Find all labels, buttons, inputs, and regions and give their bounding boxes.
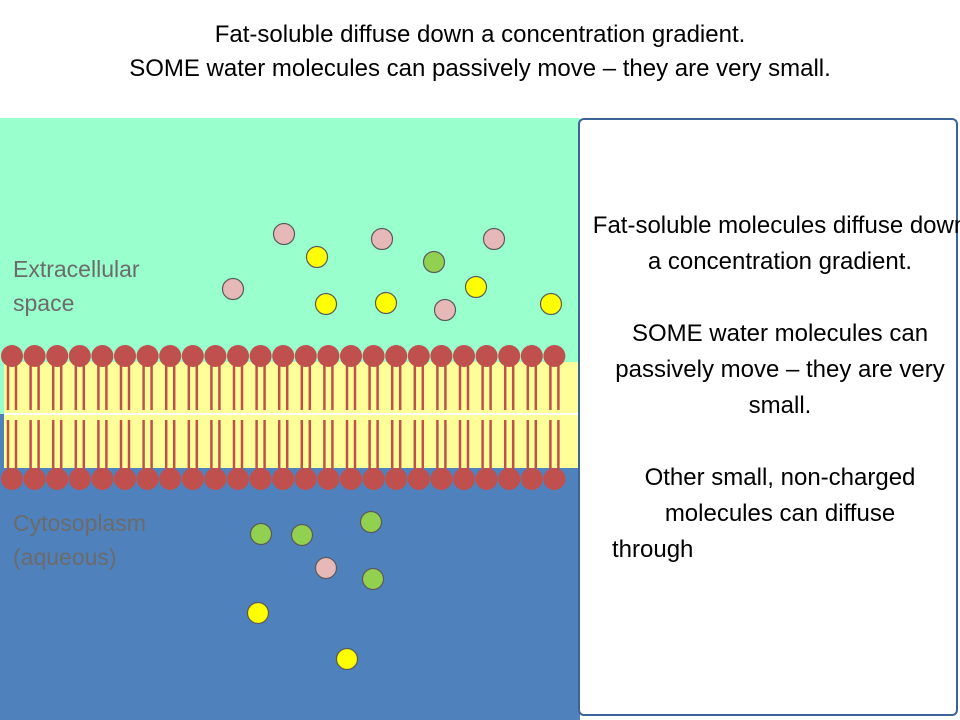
info-paragraph-3-line-1: Other small, non-charged molecules can d…: [644, 464, 916, 527]
lipid-head: [204, 468, 227, 490]
pink-molecule: [370, 227, 394, 251]
info-paragraph-3: Other small, non-charged molecules can d…: [590, 460, 960, 568]
yellow-molecule: [246, 601, 270, 625]
yellow-molecule: [374, 291, 398, 315]
pink-molecule: [272, 222, 296, 246]
info-paragraph-1: Fat-soluble molecules diffuse down a con…: [592, 212, 960, 275]
title-line-1: Fat-soluble diffuse down a concentration…: [214, 21, 746, 48]
lipid-head: [430, 345, 453, 367]
extracellular-label: Extracellular space: [13, 256, 140, 316]
lipid-head: [227, 345, 249, 367]
lipid-head: [204, 345, 227, 367]
slide-title: Fat-soluble diffuse down a concentration…: [0, 18, 960, 86]
lipid-head: [317, 345, 340, 367]
lipid-head: [317, 468, 340, 490]
info-paragraph-2: SOME water molecules can passively move …: [615, 320, 945, 419]
cytoplasm-label: Cytosoplasm (aqueous): [13, 510, 146, 570]
lipid-head: [272, 468, 295, 490]
pink-molecule: [482, 227, 506, 251]
lipid-head: [385, 345, 408, 367]
lipid-head: [181, 468, 204, 490]
lipid-head: [181, 345, 204, 367]
green-molecule: [361, 567, 385, 591]
lipid-head: [1, 345, 23, 367]
lipid-head: [362, 468, 385, 490]
lipid-head: [520, 345, 543, 367]
lipid-head: [1, 468, 23, 490]
lipid-head: [520, 468, 543, 490]
yellow-molecule: [314, 292, 338, 316]
lipid-head: [68, 468, 91, 490]
yellow-molecule: [539, 292, 563, 316]
lipid-head: [475, 345, 498, 367]
lipid-head: [543, 345, 566, 367]
lipid-head: [340, 468, 362, 490]
lipid-head: [23, 468, 46, 490]
yellow-molecule: [335, 647, 359, 671]
lipid-head: [407, 468, 430, 490]
lipid-head: [362, 345, 385, 367]
lipid-head: [453, 345, 475, 367]
lipid-head: [543, 468, 566, 490]
lipid-head: [385, 468, 408, 490]
lipid-head: [475, 468, 498, 490]
lipid-head: [498, 345, 521, 367]
yellow-molecule: [305, 245, 329, 269]
lipid-head: [46, 468, 69, 490]
pink-molecule: [314, 556, 338, 580]
green-molecule: [422, 250, 446, 274]
green-molecule: [359, 510, 383, 534]
lipid-head: [249, 345, 272, 367]
lipid-head: [136, 345, 159, 367]
lipid-head: [294, 468, 317, 490]
lipid-head: [46, 345, 69, 367]
info-paragraph-3-line-2: through: [612, 536, 694, 563]
lipid-head: [159, 345, 182, 367]
lipid-head: [91, 468, 114, 490]
lipid-head: [407, 345, 430, 367]
lipid-head: [340, 345, 362, 367]
lipid-head: [136, 468, 159, 490]
lipid-head: [91, 345, 114, 367]
diffusing-molecules: [221, 222, 563, 671]
green-molecule: [249, 522, 273, 546]
lipid-head: [272, 345, 295, 367]
phospholipid-heads: [1, 345, 566, 490]
lipid-head: [68, 345, 91, 367]
lipid-head: [114, 345, 136, 367]
yellow-molecule: [464, 275, 488, 299]
pink-molecule: [433, 298, 457, 322]
lipid-head: [23, 345, 46, 367]
info-box: [578, 118, 958, 716]
green-molecule: [290, 523, 314, 547]
info-text: Fat-soluble molecules diffuse down a con…: [590, 208, 960, 604]
phospholipid-tails: [4, 364, 580, 470]
pink-molecule: [221, 277, 245, 301]
lipid-head: [294, 345, 317, 367]
lipid-head: [159, 468, 182, 490]
lipid-head: [498, 468, 521, 490]
lipid-head: [227, 468, 249, 490]
title-line-2: SOME water molecules can passively move …: [129, 55, 831, 82]
lipid-head: [453, 468, 475, 490]
lipid-head: [430, 468, 453, 490]
lipid-head: [114, 468, 136, 490]
lipid-head: [249, 468, 272, 490]
